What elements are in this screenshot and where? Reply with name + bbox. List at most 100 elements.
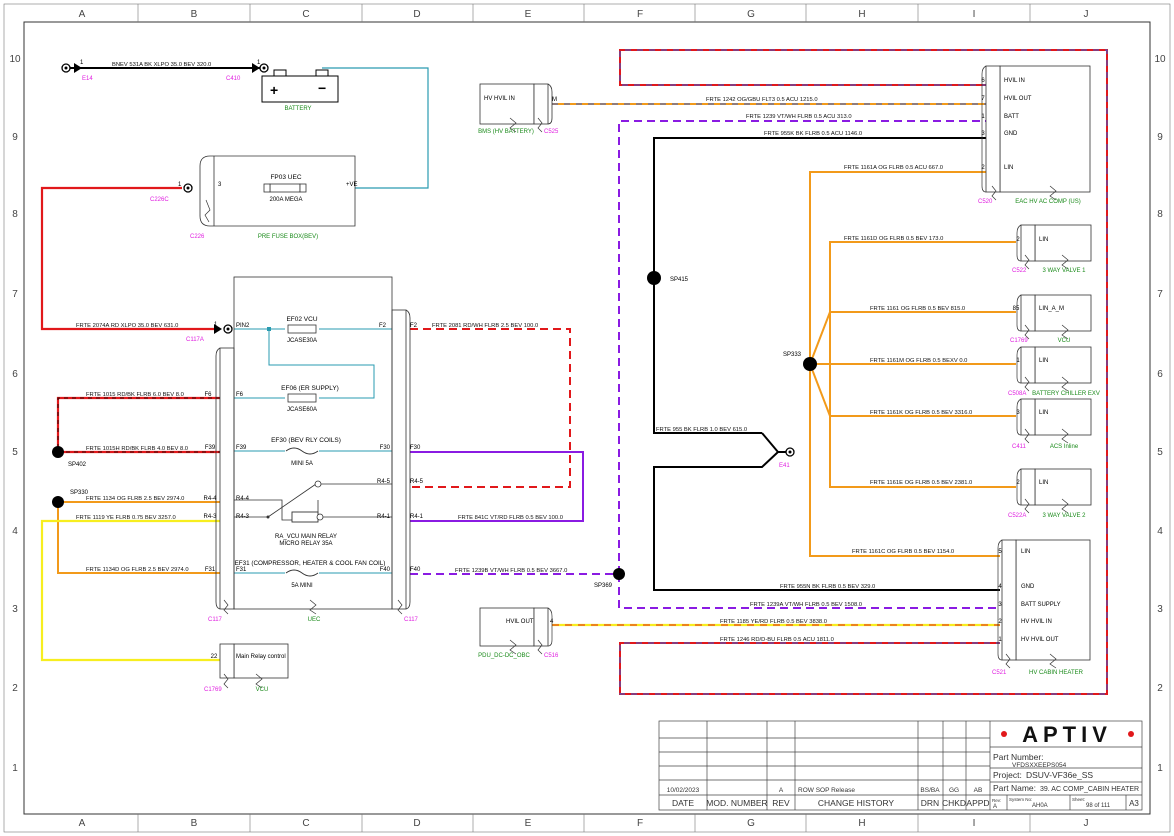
uec-fuse-ef31: EF31 (COMPRESSOR, HEATER & COOL FAN COIL… xyxy=(235,560,386,567)
wire-2081 xyxy=(410,328,571,488)
hdr-date: DATE xyxy=(672,798,694,808)
uec-pin-f39: F39 xyxy=(236,445,247,451)
uec-pin-r43: R4-3 xyxy=(236,514,250,520)
hdr-chkd: CHKD xyxy=(942,798,966,808)
splice-sp402: SP402 xyxy=(68,462,87,468)
battery-label: BATTERY xyxy=(284,106,311,112)
uec-pin-r44-outer: R4-4 xyxy=(203,496,217,502)
lbl-1015: FRTE 1015 RD/BK FLRB 6.0 BEV 8.0 xyxy=(86,392,184,398)
column-label-f: F xyxy=(637,9,643,20)
part-name-label: Part Name: xyxy=(993,783,1036,793)
row-label-2: 2 xyxy=(12,683,18,694)
logo-dot-left-icon xyxy=(1001,731,1007,737)
uec-pin-r44: R4-4 xyxy=(236,496,250,502)
lbl-1242: FRTE 1242 OG/GBU FLT3 0.5 ACU 1215.0 xyxy=(706,97,818,103)
hdr-appd: APPD xyxy=(966,798,989,808)
lbl-bnev531a: BNEV 531A BK XLPO 35.0 BEV 320.0 xyxy=(112,62,211,68)
cabin-heater-pin5-no: 5 xyxy=(998,549,1002,555)
conn-c410: C410 xyxy=(226,76,241,82)
acs-pin: LIN xyxy=(1039,410,1048,416)
lbl-955: FRTE 955 BK FLRB 1.0 BEV 615.0 xyxy=(656,427,747,433)
lbl-1239b: FRTE 1239B VT/WH FLRB 0.5 BEV 3667.0 xyxy=(455,568,567,574)
battery-chiller-component xyxy=(1016,346,1092,392)
column-label-i: I xyxy=(973,818,976,829)
conn-c411: C411 xyxy=(1012,444,1027,450)
battery-icon xyxy=(261,69,339,103)
ac-comp-pin7: HVIL OUT xyxy=(1004,96,1032,102)
wire-955k xyxy=(653,137,1000,434)
uec-pin-r41-outer: R4-1 xyxy=(410,514,424,520)
wire-1239a xyxy=(618,574,1000,609)
pin-c410: 1 xyxy=(257,60,261,66)
ground-terminal-icon xyxy=(785,447,795,457)
uec-fuse-box xyxy=(215,276,411,615)
vcu-main-relay-pin-no: 22 xyxy=(211,654,218,660)
conn-c117-left: C117 xyxy=(208,617,223,623)
uec-fuse-ef31-rating: 5A MINI xyxy=(291,583,313,589)
relay-rating: MICRO RELAY 35A xyxy=(279,541,332,547)
conn-c508a: C508A xyxy=(1008,391,1026,397)
system-no-value: AH0A xyxy=(1032,803,1048,809)
wire-battery-to-prefuse xyxy=(322,67,429,189)
wire-841c xyxy=(410,451,584,522)
pdu-pin-no: 4 xyxy=(550,619,554,625)
vcu-lin-pin-no: 85 xyxy=(1013,306,1020,312)
ac-comp-pin6: HVIL IN xyxy=(1004,78,1025,84)
column-label-c: C xyxy=(302,9,309,20)
lbl-841c: FRTE 841C VT/RD FLRB 0.5 BEV 100.0 xyxy=(458,515,563,521)
uec-fuse-ef30: EF30 (BEV RLY COILS) xyxy=(271,437,341,444)
row-label-10: 10 xyxy=(1154,54,1166,65)
conn-c525: C525 xyxy=(544,129,559,135)
row-label-5: 5 xyxy=(12,447,18,458)
column-label-j: J xyxy=(1084,818,1089,829)
row-label-9: 9 xyxy=(1157,132,1163,143)
wire-1239 xyxy=(618,120,1000,574)
conn-c117-right: C117 xyxy=(404,617,419,623)
prefuse-label: PRE FUSE BOX(BEV) xyxy=(258,234,318,240)
row-label-1: 1 xyxy=(12,763,18,774)
arrow-icon xyxy=(74,63,82,73)
column-label-j: J xyxy=(1084,9,1089,20)
lbl-1134d: FRTE 1134D OG FLRB 2.5 BEV 2974.0 xyxy=(86,567,189,573)
column-label-i: I xyxy=(973,9,976,20)
conn-c521: C521 xyxy=(992,670,1007,676)
column-label-b: B xyxy=(191,9,198,20)
uec-fuse-ef02: EF02 VCU xyxy=(286,316,317,323)
ac-comp-pin6-no: 6 xyxy=(981,78,985,84)
lbl-1185: FRTE 1185 YE/RD FLRB 0.5 BEV 3838.0 xyxy=(720,619,827,625)
pin-e14: 1 xyxy=(80,60,84,66)
part-number-value: VFDSXXEEPS054 xyxy=(1012,762,1067,769)
ac-comp-pin2-no: 2 xyxy=(981,165,985,171)
bms-connector xyxy=(479,83,553,133)
row-label-3: 3 xyxy=(1157,604,1163,615)
wire-1161 xyxy=(809,311,1016,365)
lbl-1246: FRTE 1246 RD/D-BU FLRB 0.5 ACU 1811.0 xyxy=(720,637,834,643)
uec-pin-f30-outer: F30 xyxy=(410,445,421,451)
pdu-pin: HVIL OUT xyxy=(506,619,534,625)
pdu-connector xyxy=(479,607,553,655)
conn-c520: C520 xyxy=(978,199,993,205)
uec-pin-f30: F30 xyxy=(380,445,391,451)
three-way-valve-2 xyxy=(1016,468,1092,514)
appd-value: AB xyxy=(974,787,983,794)
bms-pin: HV HVIL IN xyxy=(484,96,515,102)
conn-c516: C516 xyxy=(544,653,559,659)
hdr-rev: REV xyxy=(772,798,790,808)
vcu-main-relay-label: VCU xyxy=(256,687,269,693)
lbl-955n: FRTE 955N BK FLRB 0.5 BEV 329.0 xyxy=(780,584,875,590)
lbl-1161: FRTE 1161 OG FLRB 0.5 BEV 815.0 xyxy=(870,306,965,312)
cabin-heater-pin3-no: 3 xyxy=(998,602,1002,608)
splice-sp369: SP369 xyxy=(594,583,613,589)
column-label-e: E xyxy=(525,9,532,20)
rev-date: 10/02/2023 xyxy=(667,787,700,794)
column-label-h: H xyxy=(858,818,865,829)
column-label-g: G xyxy=(747,9,755,20)
row-label-6: 6 xyxy=(1157,369,1163,380)
cabin-heater-pin2-no: 2 xyxy=(998,619,1002,625)
conn-c1769-vcu: C1769 xyxy=(204,687,222,693)
splice-sp333: SP333 xyxy=(783,352,802,358)
wire-1134d xyxy=(57,502,220,574)
splice-sp402-icon xyxy=(52,446,64,458)
conn-e41: E41 xyxy=(779,463,790,469)
